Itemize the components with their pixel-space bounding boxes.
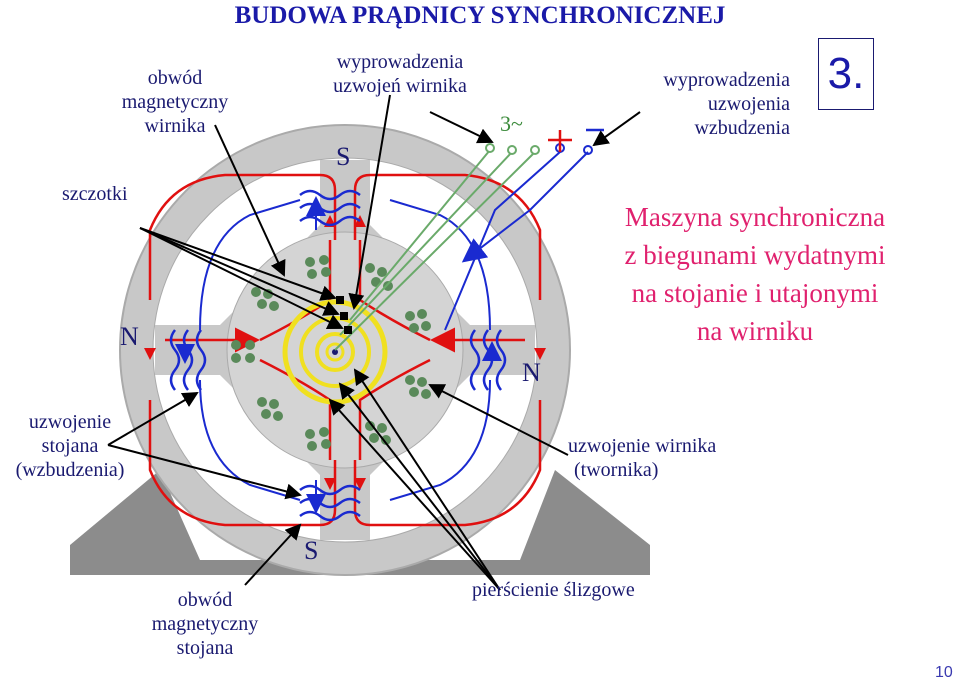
lead-terminals	[485, 143, 540, 155]
label-brushes: szczotki	[62, 183, 128, 205]
label-rotor-winding: uzwojenie wirnika(twornika)	[568, 435, 717, 481]
pole-left: N	[120, 322, 139, 351]
pointer-lines	[107, 94, 641, 591]
coil-current-arrows	[175, 196, 502, 514]
pole-top: S	[336, 142, 351, 171]
pole-right: N	[522, 358, 541, 387]
label-three-phase: 3~	[500, 111, 523, 136]
rotor-core	[227, 232, 463, 468]
rotor-leads	[334, 149, 536, 351]
label-slip-rings: pierścienie ślizgowe	[472, 579, 635, 601]
slide-number-box: 3.	[818, 38, 874, 110]
machine-base	[70, 470, 650, 575]
page-title: BUDOWA PRĄDNICY SYNCHRONICZNEJ	[234, 2, 726, 29]
rotor-conductors	[231, 255, 431, 451]
pole-bottom: S	[304, 536, 319, 565]
brushes	[336, 296, 352, 334]
description: Maszyna synchroniczna z biegunami wydatn…	[624, 202, 886, 346]
page-number: 10	[935, 664, 953, 681]
